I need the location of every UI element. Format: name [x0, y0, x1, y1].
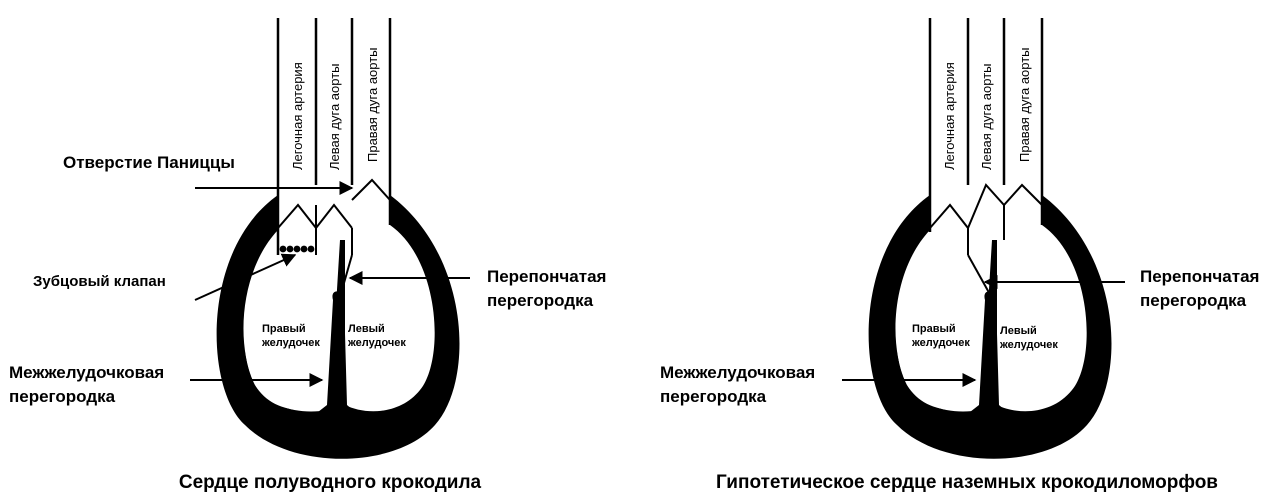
left-vessel-left-aorta: Левая дуга аорты: [327, 64, 342, 171]
right-vessel-right-aorta: Правая дуга аорты: [1017, 47, 1032, 162]
left-heart: Легочная артерия Левая дуга аорты Правая…: [9, 18, 606, 493]
left-valve-zigzag-2: [351, 178, 391, 201]
right-left-ventricle-label-2: желудочек: [999, 339, 1058, 351]
right-membranous-septum: [967, 254, 993, 299]
left-vessel-right-aorta: Правая дуга аорты: [365, 47, 380, 162]
right-left-ventricle-cavity: [997, 228, 1082, 408]
left-left-ventricle-label-2: желудочек: [347, 337, 406, 349]
left-ventricle-cavity: [345, 228, 430, 408]
right-right-ventricle-label-2: желудочек: [911, 337, 970, 349]
right-ventricle-cavity: [244, 255, 330, 412]
panizza-label: Отверстие Паниццы: [63, 153, 235, 172]
cog-valve-label: Зубцовый клапан: [33, 273, 166, 290]
left-right-ventricle-label-2: желудочек: [261, 337, 320, 349]
left-membranous-label-1: Перепончатая: [487, 267, 606, 286]
left-interventricular-septum: [318, 291, 355, 412]
left-vessel-pulmonary: Легочная артерия: [290, 62, 305, 170]
left-membranous-label-2: перегородка: [487, 291, 594, 310]
right-caption: Гипотетическое сердце наземных крокодило…: [716, 472, 1218, 493]
cog-valve-dots: [279, 245, 315, 253]
right-left-ventricle-label-1: Левый: [1000, 325, 1037, 337]
left-right-ventricle-label-1: Правый: [262, 323, 306, 335]
right-membranous-label-1: Перепончатая: [1140, 267, 1259, 286]
left-membranous-septum: [341, 254, 353, 291]
right-right-ventricle-cavity: [896, 232, 982, 412]
right-heart: Легочная артерия Левая дуга аорты Правая…: [660, 18, 1259, 493]
right-interventricular-label-1: Межжелудочковая: [660, 363, 815, 382]
right-interventricular-septum: [970, 291, 1007, 412]
left-left-ventricle-label-1: Левый: [348, 323, 385, 335]
right-vessel-pulmonary: Легочная артерия: [942, 62, 957, 170]
right-right-ventricle-label-1: Правый: [912, 323, 956, 335]
right-valve-zigzag: [929, 183, 1043, 230]
right-interventricular-label-2: перегородка: [660, 387, 767, 406]
left-caption: Сердце полуводного крокодила: [179, 472, 482, 493]
left-interventricular-label-1: Межжелудочковая: [9, 363, 164, 382]
cog-valve-arrow: [194, 253, 297, 301]
right-vessel-left-aorta: Левая дуга аорты: [979, 64, 994, 171]
right-membranous-label-2: перегородка: [1140, 291, 1247, 310]
left-interventricular-label-2: перегородка: [9, 387, 116, 406]
